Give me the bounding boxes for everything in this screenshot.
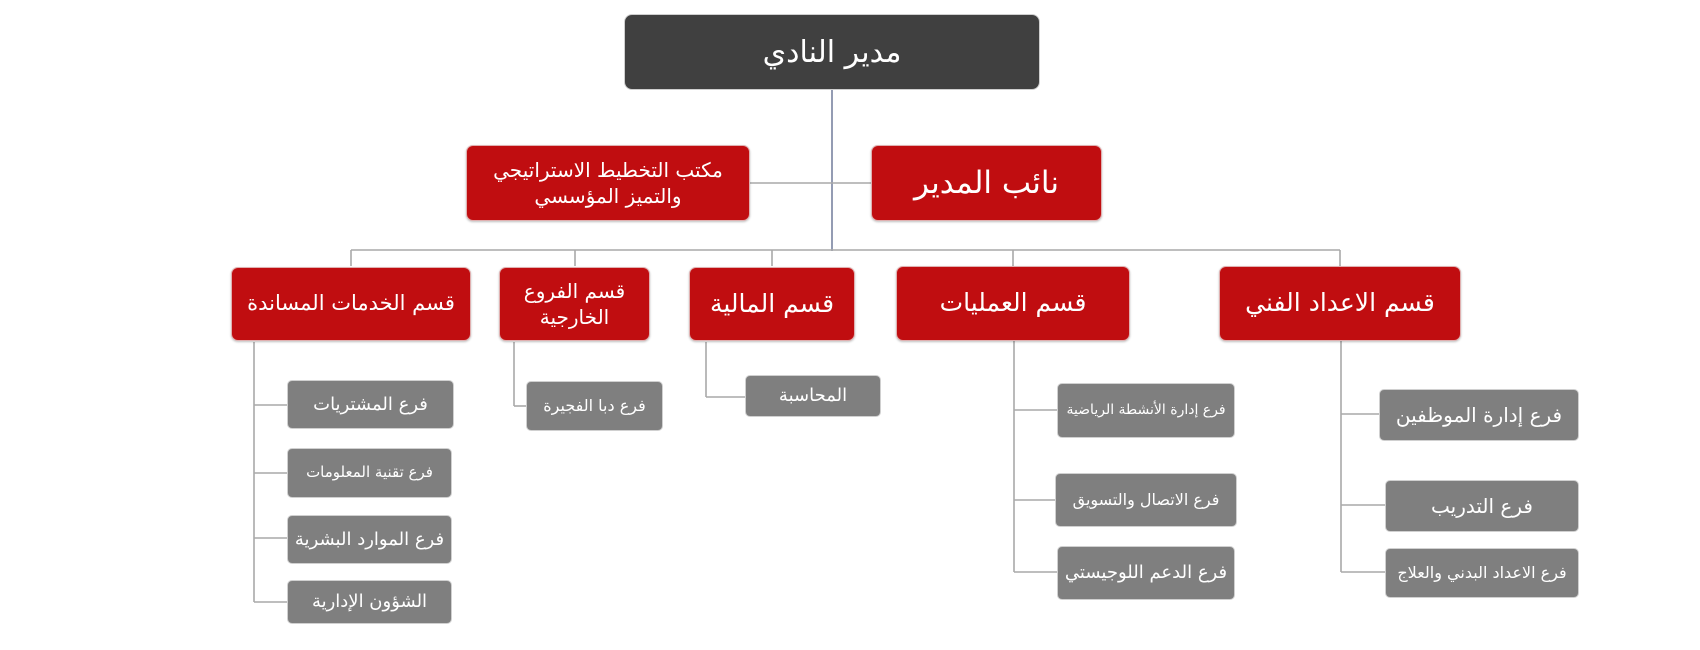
director-label: مدير النادي xyxy=(762,34,902,70)
department-support: قسم الخدمات المساندة xyxy=(231,267,471,341)
director-box: مدير النادي xyxy=(624,14,1040,90)
department-technical: قسم الاعداد الفني xyxy=(1219,266,1461,341)
branch-support-4: الشؤون الإدارية xyxy=(287,580,452,624)
branch-label: المحاسبة xyxy=(778,385,848,407)
branch-support-1: فرع المشتريات xyxy=(287,380,454,429)
department-external: قسم الفروع الخارجية xyxy=(499,267,650,341)
branch-support-3: فرع الموارد البشرية xyxy=(287,515,452,564)
branch-label: فرع الموارد البشرية xyxy=(294,528,445,550)
branch-label: فرع التدريب xyxy=(1431,494,1533,518)
department-support-label: قسم الخدمات المساندة xyxy=(247,291,455,316)
department-external-label: قسم الفروع الخارجية xyxy=(523,279,626,329)
department-operations-label: قسم العمليات xyxy=(939,288,1087,318)
branch-label: الشؤون الإدارية xyxy=(311,591,428,613)
branch-label: فرع تقنية المعلومات xyxy=(306,463,433,482)
branch-label: فرع المشتريات xyxy=(313,393,428,415)
branch-finance-1: المحاسبة xyxy=(745,375,881,417)
strategy-office-label: مكتب التخطيط الاستراتيجي والتميز المؤسسي xyxy=(493,158,723,208)
deputy-label: نائب المدير xyxy=(914,164,1059,201)
branch-label: فرع إدارة الأنشطة الرياضية xyxy=(1066,402,1226,419)
branch-support-2: فرع تقنية المعلومات xyxy=(287,448,452,498)
branch-technical-2: فرع التدريب xyxy=(1385,480,1579,532)
branch-label: فرع إدارة الموظفين xyxy=(1395,403,1563,427)
branch-label: فرع الاعداد البدني والعلاج xyxy=(1397,562,1567,582)
department-operations: قسم العمليات xyxy=(896,266,1130,341)
branch-operations-1: فرع إدارة الأنشطة الرياضية xyxy=(1057,383,1235,438)
branch-technical-1: فرع إدارة الموظفين xyxy=(1379,389,1579,441)
branch-label: فرع دبا الفجيرة xyxy=(543,395,646,415)
branch-label: فرع الدعم اللوجيستي xyxy=(1064,562,1228,584)
branch-operations-3: فرع الدعم اللوجيستي xyxy=(1057,546,1235,600)
department-finance-label: قسم المالية xyxy=(709,288,835,318)
deputy-box: نائب المدير xyxy=(871,145,1102,221)
branch-external-1: فرع دبا الفجيرة xyxy=(526,381,663,431)
branch-technical-3: فرع الاعداد البدني والعلاج xyxy=(1385,548,1579,598)
strategy-office-box: مكتب التخطيط الاستراتيجي والتميز المؤسسي xyxy=(466,145,750,221)
branch-label: فرع الاتصال والتسويق xyxy=(1072,489,1220,509)
department-technical-label: قسم الاعداد الفني xyxy=(1245,288,1435,318)
branch-operations-2: فرع الاتصال والتسويق xyxy=(1055,473,1237,527)
department-finance: قسم المالية xyxy=(689,267,855,341)
